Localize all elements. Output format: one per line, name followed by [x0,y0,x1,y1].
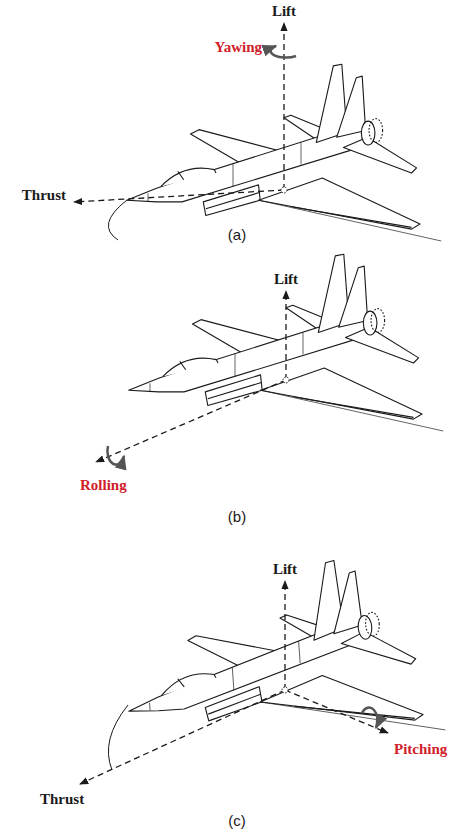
thrust-vector [74,190,284,202]
motion-label: Yawing [214,38,262,56]
pitch-arrow [362,708,378,728]
nose-arc [108,200,127,240]
jet-figure-c [80,554,445,784]
axis-label: Thrust [22,186,66,204]
jet-figure-b [96,254,443,464]
centre-of-gravity [281,187,287,193]
centre-of-gravity [283,377,289,383]
motion-label: Pitching [394,740,447,758]
lift-vector [285,291,286,380]
jet-figure-a [74,23,441,241]
lift-vector [283,23,284,190]
panel-label: (a) [228,226,246,244]
axis-label: Lift [274,270,298,288]
roll-arrow [107,446,124,465]
axis-label: Lift [273,560,297,578]
lift-vector [284,581,285,690]
panel-label: (b) [228,508,246,526]
axis-label: Thrust [40,790,84,808]
thrust-vector [80,690,285,784]
axis-label: Lift [272,2,296,20]
centre-of-gravity [282,687,288,693]
roll-axis [96,380,286,462]
nose-arc [108,705,128,770]
pitch-axis [285,690,388,733]
motion-label: Rolling [80,476,127,494]
yaw-arrow [271,46,296,58]
panel-label: (c) [228,812,246,830]
